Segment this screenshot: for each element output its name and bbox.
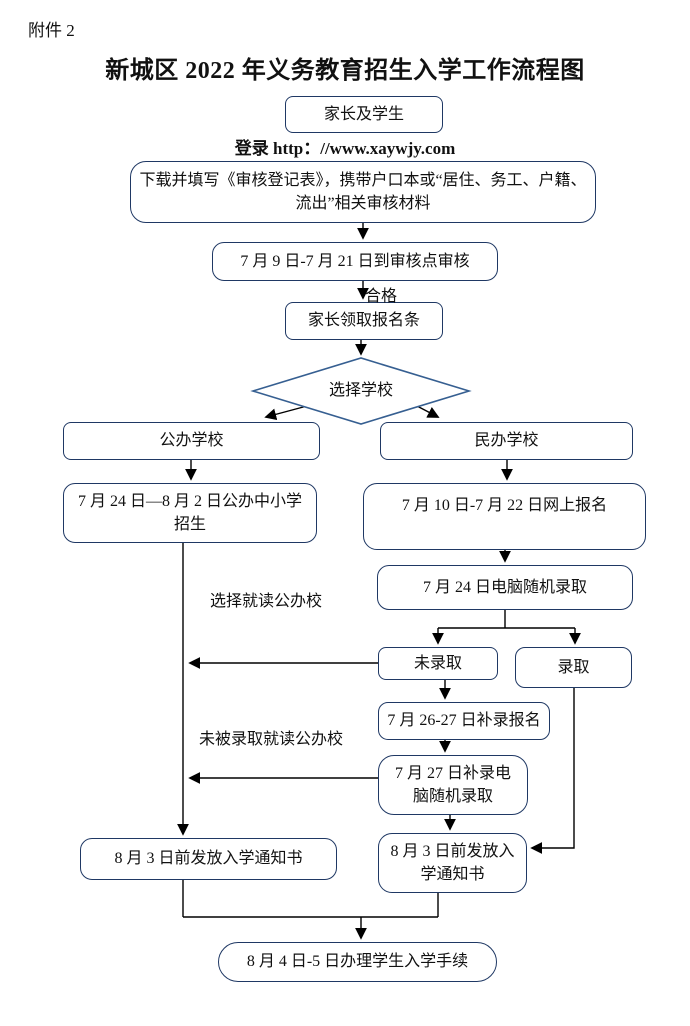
attachment-label: 附件 2 [28,21,75,40]
edge-admitted-noticeright [530,688,575,854]
node-final-procedures: 8 月 4 日-5 日办理学生入学手续 [218,942,497,982]
node-choose-school: 选择学校 [328,382,393,400]
edge-diamond-private [416,405,440,418]
node-private-school: 民办学校 [380,422,633,460]
page-title: 新城区 2022 年义务教育招生入学工作流程图 [105,58,585,84]
node-admitted: 录取 [515,647,632,688]
edge-label-pass: 合格 [365,288,398,305]
node-notice-public: 8 月 3 日前发放入学通知书 [80,838,337,880]
node-parents-students: 家长及学生 [285,96,443,133]
edge-lottery-split [438,610,575,629]
node-download-form: 下载并填写《审核登记表》，携带户口本或“居住、务工、户籍、 流出”相关审核材料 [130,161,596,223]
edge-diamond-public [264,405,308,421]
edge-label-choose-public: 选择就读公办校 [210,593,323,610]
node-review-dates: 7 月 9 日-7 月 21 日到审核点审核 [212,242,498,281]
login-url-text: 登录 http：//www.xaywjy.com [234,139,456,158]
node-registration-slip: 家长领取报名条 [285,302,443,340]
node-public-enrollment: 7 月 24 日—8 月 2 日公办中小学 招生 [63,483,317,543]
edge-label-not-admitted-public: 未被录取就读公办校 [199,731,344,748]
node-computer-lottery: 7 月 24 日电脑随机录取 [377,565,633,610]
node-not-admitted: 未录取 [378,647,498,680]
choose-school-diamond-shape [250,357,472,425]
edge-merge-lines [182,880,439,918]
node-makeup-lottery: 7 月 27 日补录电 脑随机录取 [378,755,528,815]
node-notice-private: 8 月 3 日前发放入 学通知书 [378,833,527,893]
node-public-school: 公办学校 [63,422,320,460]
node-online-registration: 7 月 10 日-7 月 22 日网上报名 [363,483,646,550]
node-makeup-registration: 7 月 26-27 日补录报名 [378,702,550,740]
